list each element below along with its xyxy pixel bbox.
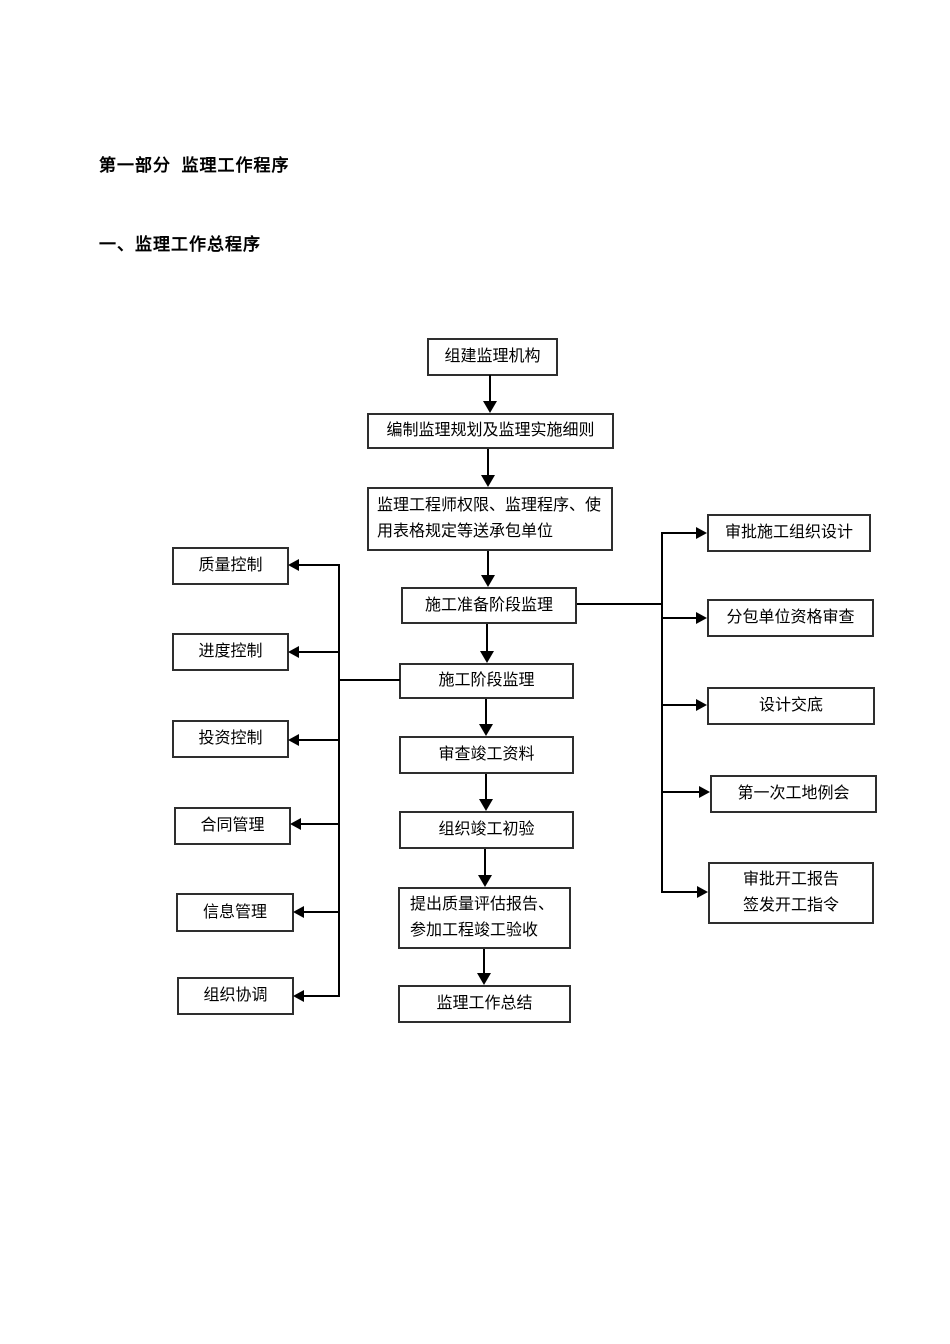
preparation-stage-to-right-trunk-connector [577,603,663,605]
box-schedule-control: 进度控制 [172,633,289,671]
connector-subcontractor-review-arrowhead [696,612,707,624]
box-approve-construction-org-design: 审批施工组织设计 [707,514,871,552]
connector-organization-coordination-stem [304,995,340,997]
section-title: 第一部分 监理工作程序 [99,156,290,175]
connector-approve-org-design-stem [661,532,696,534]
connector-main-2-arrowhead [481,475,495,487]
connector-main-4-stem [486,624,488,652]
box-organization-coordination: 组织协调 [177,977,294,1015]
connector-information-management-arrowhead [293,906,304,918]
connector-main-8-stem [483,949,485,974]
box-approve-commencement-report: 审批开工报告 签发开工指令 [708,862,874,924]
connector-main-1-stem [489,375,491,402]
connector-subcontractor-review-stem [661,617,696,619]
box-quality-assessment-report-line2: 参加工程竣工验收 [410,922,539,939]
box-approve-commencement-report-line1: 审批开工报告 [742,871,839,888]
box-design-disclosure: 设计交底 [707,687,875,725]
connector-first-site-meeting-stem [661,791,699,793]
connector-information-management-stem [304,911,340,913]
connector-main-7-arrowhead [478,875,492,887]
box-investment-control: 投资控制 [172,720,289,758]
connector-main-7-stem [484,849,486,876]
box-quality-assessment-report: 提出质量评估报告、 参加工程竣工验收 [398,887,571,949]
connector-main-3-arrowhead [481,575,495,587]
connector-commencement-report-arrowhead [697,886,708,898]
connector-design-disclosure-arrowhead [696,699,707,711]
box-engineer-authority-notice-line1: 监理工程师权限、监理程序、使 [377,497,602,514]
box-quality-assessment-report-line1: 提出质量评估报告、 [410,896,555,913]
connector-schedule-control-arrowhead [288,646,299,658]
box-engineer-authority-notice: 监理工程师权限、监理程序、使 用表格规定等送承包单位 [367,487,613,551]
box-engineer-authority-notice-line2: 用表格规定等送承包单位 [377,523,554,540]
connector-organization-coordination-arrowhead [293,990,304,1002]
box-contract-management: 合同管理 [174,807,291,845]
connector-commencement-report-stem [661,891,697,893]
left-trunk-line [338,564,340,997]
connector-quality-control-stem [299,564,340,566]
box-supervision-work-summary: 监理工作总结 [398,985,571,1023]
connector-quality-control-arrowhead [288,559,299,571]
connector-main-5-arrowhead [479,724,493,736]
box-approve-commencement-report-line2: 签发开工指令 [742,897,839,914]
connector-main-6-arrowhead [479,799,493,811]
box-organize-preliminary-acceptance: 组织竣工初验 [399,811,574,849]
box-form-supervision-organization: 组建监理机构 [427,338,558,376]
connector-main-8-arrowhead [477,973,491,985]
box-subcontractor-qualification-review: 分包单位资格审查 [707,599,874,637]
connector-main-2-stem [487,449,489,476]
connector-main-1-arrowhead [483,401,497,413]
connector-main-3-stem [487,551,489,576]
connector-investment-control-stem [299,739,340,741]
subsection-title: 一、监理工作总程序 [99,235,261,254]
connector-contract-management-stem [301,823,340,825]
box-first-site-meeting: 第一次工地例会 [710,775,877,813]
connector-main-4-arrowhead [480,651,494,663]
left-trunk-to-construction-stage-connector [339,679,400,681]
box-quality-control: 质量控制 [172,547,289,585]
connector-first-site-meeting-arrowhead [699,786,710,798]
right-trunk-line [661,532,663,893]
connector-main-6-stem [485,774,487,800]
box-compile-supervision-plan: 编制监理规划及监理实施细则 [367,413,614,449]
box-construction-stage-supervision: 施工阶段监理 [399,663,574,699]
box-information-management: 信息管理 [176,893,294,932]
connector-approve-org-design-arrowhead [696,527,707,539]
connector-contract-management-arrowhead [290,818,301,830]
connector-investment-control-arrowhead [288,734,299,746]
connector-schedule-control-stem [299,651,340,653]
box-review-completion-documents: 审查竣工资料 [399,736,574,774]
box-preparation-stage-supervision: 施工准备阶段监理 [401,587,577,624]
connector-design-disclosure-stem [661,704,696,706]
connector-main-5-stem [485,699,487,725]
